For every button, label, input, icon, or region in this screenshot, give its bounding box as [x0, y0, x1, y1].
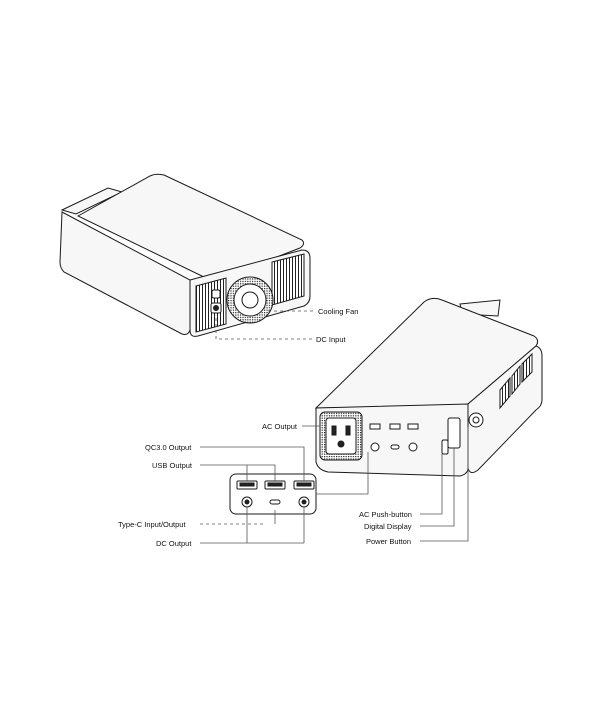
port-panel-frame [229, 473, 317, 515]
leader-lines [200, 310, 469, 544]
port-detail-panel [229, 473, 317, 515]
front-view-unit [314, 297, 543, 477]
label-cooling-fan: Cooling Fan [318, 307, 358, 316]
rear-view-unit [59, 173, 311, 337]
digital-display-panel [447, 417, 461, 449]
label-digital-display: Digital Display [364, 522, 412, 531]
label-typec-io: Type-C Input/Output [118, 520, 186, 529]
side-face [59, 211, 191, 335]
fan-hub [241, 291, 259, 309]
label-qc30-output: QC3.0 Output [145, 443, 192, 452]
typec-port [269, 499, 281, 505]
label-dc-output: DC Output [156, 539, 192, 548]
label-ac-push-button: AC Push-button [359, 510, 412, 519]
label-dc-input: DC Input [316, 335, 347, 344]
label-ac-output: AC Output [262, 422, 298, 431]
label-usb-output: USB Output [152, 461, 193, 470]
right-vent-grille [271, 253, 305, 306]
label-power-button: Power Button [366, 537, 411, 546]
